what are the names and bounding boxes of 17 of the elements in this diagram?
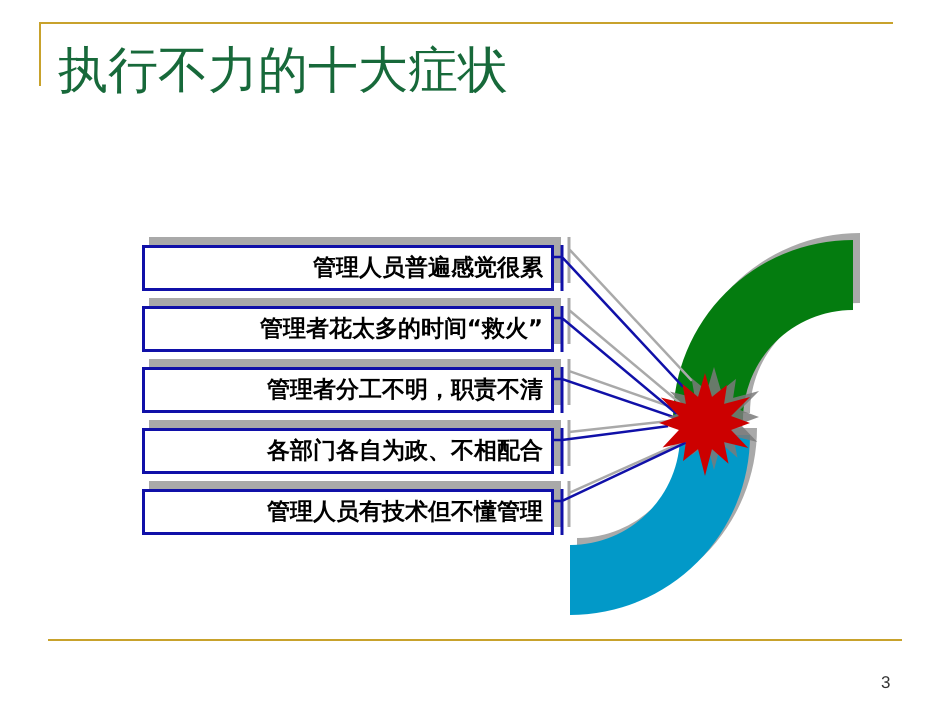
symptom-box xyxy=(142,428,554,474)
page-number: 3 xyxy=(881,673,890,693)
connector-line xyxy=(554,442,686,502)
symptom-text: 管理者分工不明，职责不清 xyxy=(267,376,543,404)
connector-line xyxy=(554,378,676,419)
symptom-box xyxy=(142,245,554,291)
symptom-text: 管理人员有技术但不懂管理 xyxy=(267,498,543,526)
connector-line xyxy=(554,256,684,388)
symptom-box xyxy=(142,367,554,413)
symptom-box xyxy=(142,306,554,352)
symptom-text: 管理者花太多的时间“救火” xyxy=(260,315,543,343)
symptom-text: 管理人员普遍感觉很累 xyxy=(313,254,543,282)
connector-line xyxy=(554,424,668,442)
connector-line xyxy=(554,316,678,416)
symptom-box xyxy=(142,489,554,535)
slide-title: 执行不力的十大症状 xyxy=(58,40,508,100)
symptom-text: 各部门各自为政、不相配合 xyxy=(267,437,543,465)
